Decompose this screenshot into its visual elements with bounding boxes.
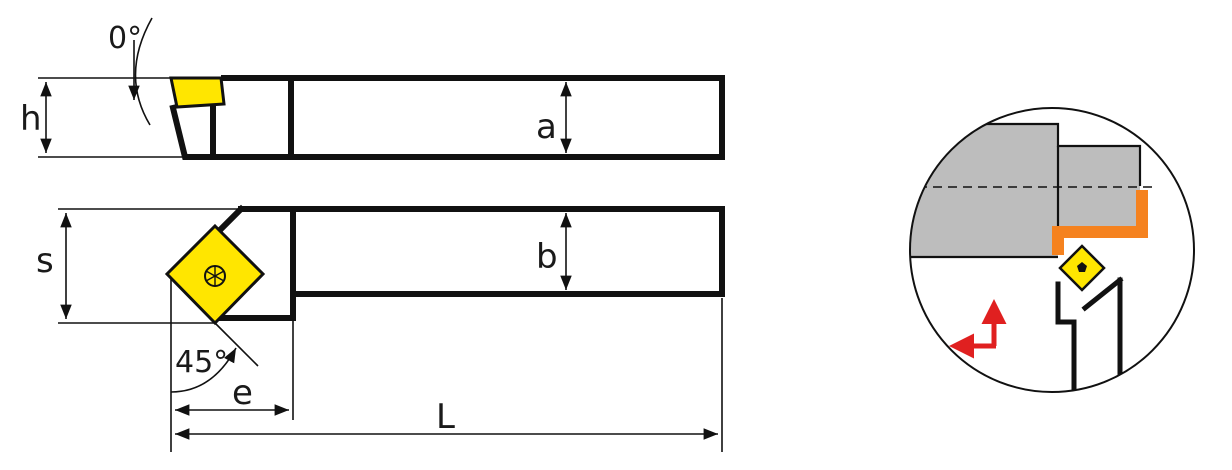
dim-a-label: a	[536, 107, 557, 147]
top-view: s b 45° e L	[36, 204, 725, 452]
dim-s-label: s	[36, 241, 54, 281]
insert-side	[169, 76, 226, 109]
workpiece	[910, 124, 1140, 257]
side-view: 0° h a	[20, 17, 725, 160]
rake-angle-label: 0°	[108, 21, 142, 56]
dim-b-label: b	[536, 237, 558, 277]
dim-h-label: h	[20, 99, 42, 139]
lead-angle-label: 45°	[175, 345, 228, 380]
dim-L-label: L	[436, 397, 455, 437]
feed-arrow-icon	[949, 299, 1007, 359]
tool-path	[1052, 190, 1148, 255]
detail-view	[909, 107, 1195, 393]
screw-hole-icon	[204, 265, 226, 287]
dim-e-label: e	[232, 373, 253, 413]
